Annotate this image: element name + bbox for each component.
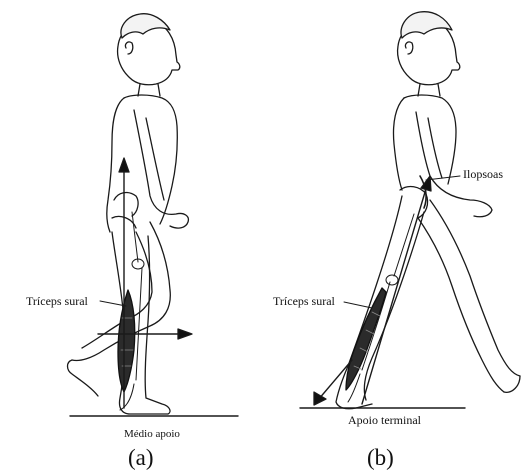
leader-triceps-b xyxy=(344,302,372,308)
figure-a-mid-stance xyxy=(68,14,239,416)
label-phase-a: Médio apoio xyxy=(124,429,180,440)
label-triceps-sural-b: Tríceps sural xyxy=(273,295,335,307)
neck-b xyxy=(418,84,440,96)
arm-inner-b xyxy=(428,118,442,178)
torso-front-b xyxy=(404,95,456,184)
label-ilopsoas-b: Ilopsoas xyxy=(463,168,503,180)
torso-front-a xyxy=(124,95,177,224)
label-phase-b: Apoio terminal xyxy=(348,414,421,426)
force-arrowhead-b xyxy=(421,176,431,191)
force-line-b xyxy=(362,182,428,404)
leading-leg-inner-b xyxy=(418,218,504,392)
hair-a xyxy=(121,14,170,38)
hair-b xyxy=(401,12,452,38)
ear-a xyxy=(125,42,132,54)
force-arrowhead-a xyxy=(119,158,129,172)
pushoff-arrowhead-b xyxy=(314,392,326,405)
label-triceps-sural-a: Tríceps sural xyxy=(26,295,88,307)
caption-a: (a) xyxy=(128,446,154,469)
swing-foot-a xyxy=(68,360,99,396)
leading-foot-b xyxy=(504,376,520,392)
leading-leg-b xyxy=(430,200,520,376)
horizontal-arrowhead-a xyxy=(178,329,192,339)
pelvis-a xyxy=(112,193,138,228)
caption-b: (b) xyxy=(367,446,394,469)
swing-leg-inner-a xyxy=(82,232,152,348)
arm-a xyxy=(134,110,188,228)
ear-b xyxy=(405,42,412,54)
figure-b-terminal-stance xyxy=(300,12,520,409)
knee-joint-b xyxy=(386,275,398,285)
torso-back-b xyxy=(393,98,404,190)
neck-a xyxy=(138,84,160,96)
